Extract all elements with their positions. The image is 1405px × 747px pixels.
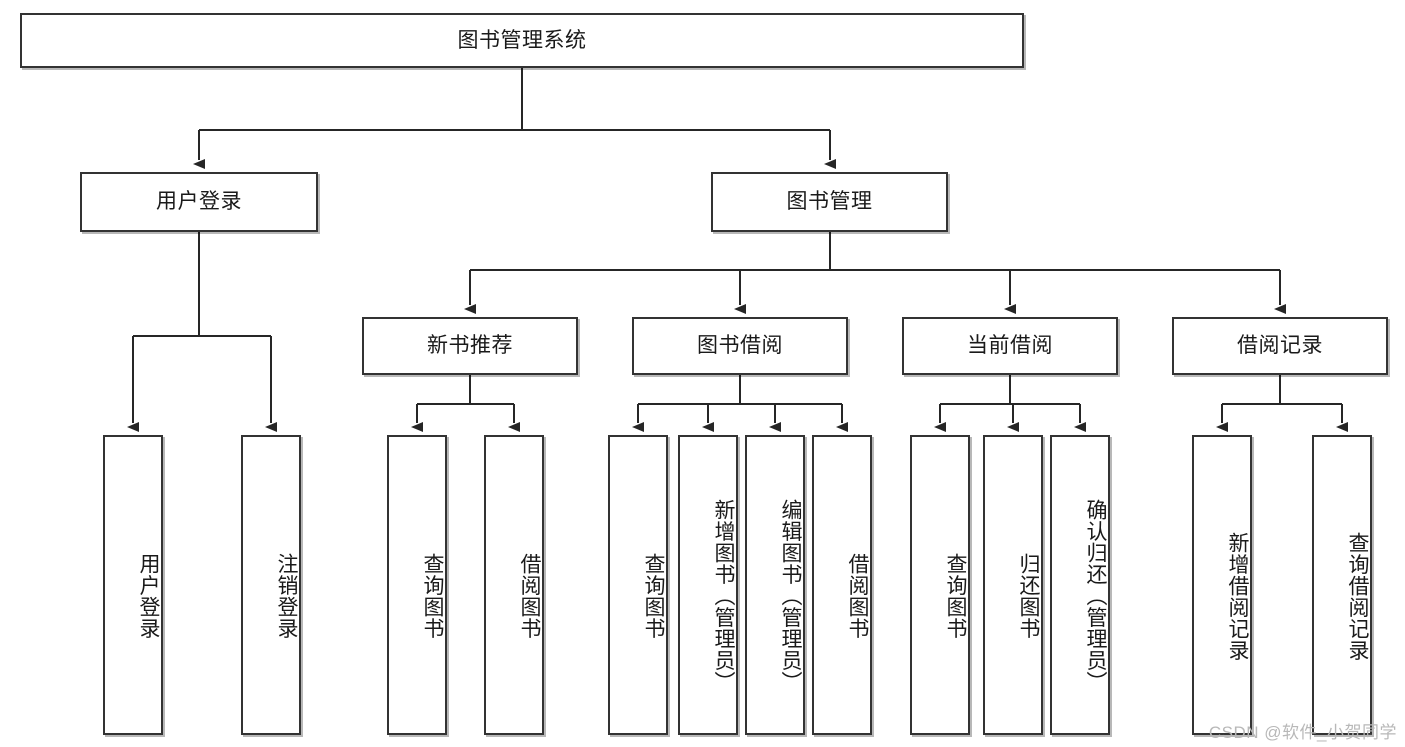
node-new-book-rec-label: 新书推荐 (427, 334, 513, 358)
node-leaf-user-logout-label: 注销登录 (275, 553, 298, 639)
node-leaf-br-add-label: 新增借阅记录 (1226, 531, 1249, 661)
node-book-manage[interactable]: 图书管理 (711, 172, 948, 232)
node-leaf-cb-return-label: 归还图书 (1017, 553, 1040, 639)
node-leaf-nbr-query-label: 查询图书 (421, 553, 444, 639)
node-leaf-bb-query-label: 查询图书 (642, 553, 665, 639)
node-book-borrow-label: 图书借阅 (697, 334, 783, 358)
node-current-borrow-label: 当前借阅 (967, 334, 1053, 358)
node-book-manage-label: 图书管理 (786, 190, 873, 214)
node-leaf-user-login-label: 用户登录 (137, 553, 160, 639)
node-leaf-cb-confirm-label: 确认归还（管理员） (1084, 499, 1107, 693)
node-leaf-br-query-label: 查询借阅记录 (1346, 531, 1369, 661)
node-leaf-bb-borrow-label: 借阅图书 (846, 553, 869, 639)
node-borrow-record[interactable]: 借阅记录 (1172, 317, 1388, 375)
node-leaf-bb-query[interactable]: 查询图书 (608, 435, 668, 735)
node-root[interactable]: 图书管理系统 (20, 13, 1024, 68)
node-leaf-user-logout[interactable]: 注销登录 (241, 435, 301, 735)
node-leaf-br-query[interactable]: 查询借阅记录 (1312, 435, 1372, 735)
node-leaf-bb-add-label: 新增图书（管理员） (712, 499, 735, 693)
node-root-label: 图书管理系统 (457, 28, 587, 52)
node-leaf-bb-edit-label: 编辑图书（管理员） (779, 499, 802, 693)
node-leaf-cb-return[interactable]: 归还图书 (983, 435, 1043, 735)
node-book-borrow[interactable]: 图书借阅 (632, 317, 848, 375)
node-user-login[interactable]: 用户登录 (80, 172, 318, 232)
node-borrow-record-label: 借阅记录 (1237, 334, 1323, 358)
watermark: CSDN @软件_小贺同学 (1208, 723, 1397, 742)
node-leaf-bb-borrow[interactable]: 借阅图书 (812, 435, 872, 735)
node-leaf-cb-confirm[interactable]: 确认归还（管理员） (1050, 435, 1110, 735)
node-current-borrow[interactable]: 当前借阅 (902, 317, 1118, 375)
node-leaf-nbr-borrow-label: 借阅图书 (518, 553, 541, 639)
node-new-book-rec[interactable]: 新书推荐 (362, 317, 578, 375)
node-leaf-bb-add[interactable]: 新增图书（管理员） (678, 435, 738, 735)
node-leaf-cb-query-label: 查询图书 (944, 553, 967, 639)
node-leaf-cb-query[interactable]: 查询图书 (910, 435, 970, 735)
node-user-login-label: 用户登录 (156, 190, 242, 214)
node-leaf-nbr-borrow[interactable]: 借阅图书 (484, 435, 544, 735)
node-leaf-nbr-query[interactable]: 查询图书 (387, 435, 447, 735)
node-leaf-bb-edit[interactable]: 编辑图书（管理员） (745, 435, 805, 735)
node-leaf-user-login[interactable]: 用户登录 (103, 435, 163, 735)
node-leaf-br-add[interactable]: 新增借阅记录 (1192, 435, 1252, 735)
